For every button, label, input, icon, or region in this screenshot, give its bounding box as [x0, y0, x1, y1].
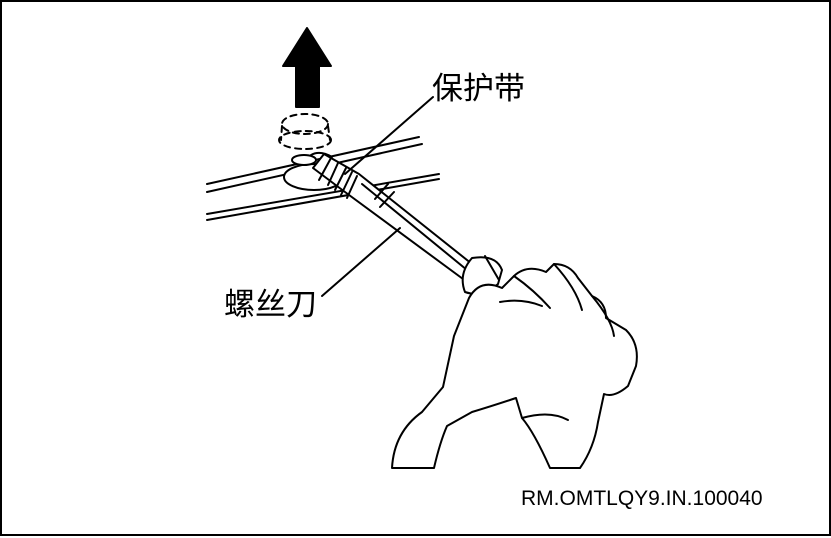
screwdriver-label: 螺丝刀	[224, 287, 317, 323]
reference-code: RM.OMTLQY9.IN.100040	[521, 487, 763, 510]
protective-tape-label: 保护带	[432, 71, 525, 107]
hand-outline	[391, 263, 638, 469]
protective-tape-wraps	[310, 151, 358, 199]
up-arrow-icon	[282, 27, 332, 108]
screwdriver-shaft	[312, 153, 473, 280]
clip-outline-dashed	[278, 113, 332, 150]
screwdriver-leader-line	[321, 227, 401, 297]
tape-leader-line	[344, 96, 434, 175]
